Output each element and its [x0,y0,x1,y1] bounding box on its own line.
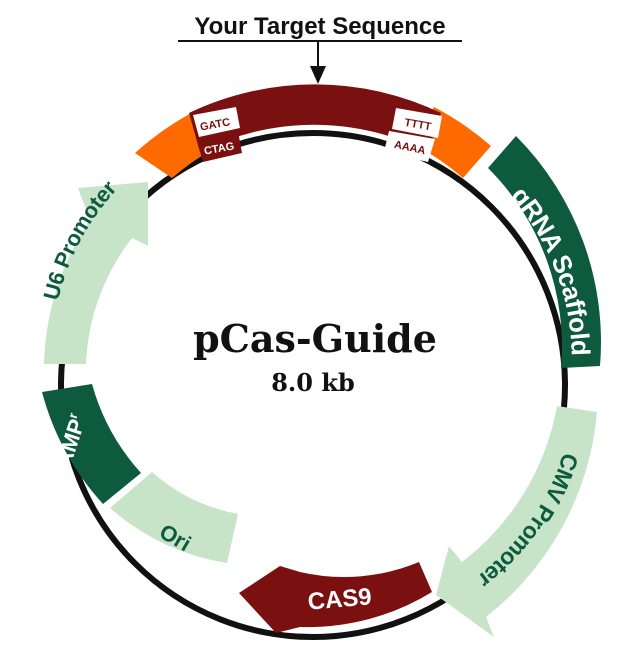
overhang-left-bottom-box [196,131,242,162]
overhang-left-top-box [193,107,240,137]
feature-amp [42,384,141,504]
overhang-right-bottom-box [384,131,435,162]
overhang-left-bottom: CTAG [203,140,235,157]
feature-cas9 [239,562,432,633]
feature-cmv-promoter [436,406,597,637]
feature-grna-scaffold [488,136,601,368]
plasmid-name: pCas-Guide [193,316,437,361]
overhang-right-top-box [392,108,442,138]
overhang-right-top: TTTT [404,117,433,134]
feature-ori [110,472,238,563]
target-sequence-label: Your Target Sequence [194,13,445,40]
target-sequence-block [189,84,441,152]
feature-u6-promoter [44,182,148,364]
plasmid-backbone [58,130,568,640]
overhang-left-top: GATC [199,116,231,133]
amp-label-superscript: r [65,411,81,420]
plasmid-size: 8.0 kb [271,368,355,397]
target-pointer-arrowhead [310,66,326,84]
cas9-label: CAS9 [307,583,373,615]
